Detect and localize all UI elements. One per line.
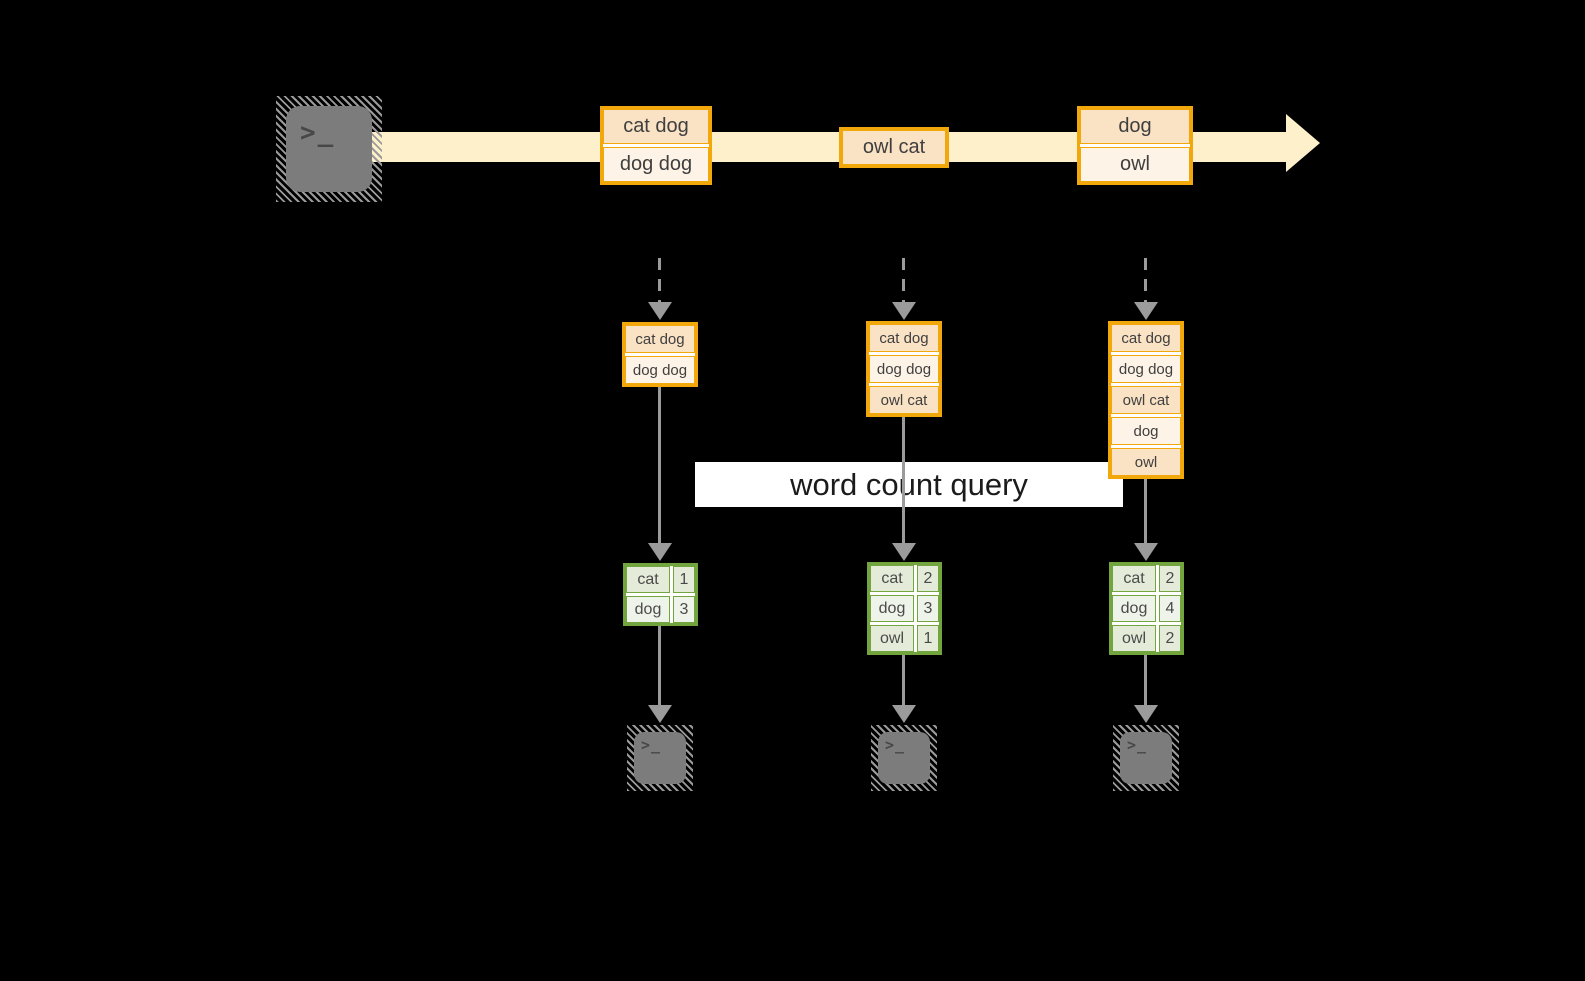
- word-cell: cat: [626, 566, 670, 593]
- event-row: cat dog: [603, 109, 709, 144]
- event-row: owl cat: [842, 130, 946, 165]
- flow-arrow-line: [1144, 655, 1147, 705]
- prompt-glyph: >_: [641, 736, 662, 754]
- count-cell: 2: [917, 565, 939, 592]
- arrowhead-down-icon: [648, 705, 672, 723]
- result-table-2: cat 2 dog 3 owl 1: [867, 562, 942, 655]
- query-label: word count query: [695, 462, 1123, 507]
- buffer-box-3: cat dog dog dog owl cat dog owl: [1108, 321, 1184, 479]
- buffer-row: dog dog: [869, 355, 939, 383]
- word-cell: owl: [870, 625, 914, 652]
- buffer-box-2: cat dog dog dog owl cat: [866, 321, 942, 417]
- prompt-glyph: >_: [1127, 736, 1148, 754]
- flow-arrow-line: [902, 417, 905, 543]
- terminal-screen: [286, 106, 372, 192]
- buffer-row: dog: [1111, 417, 1181, 445]
- flow-arrow-line: [658, 626, 661, 705]
- result-table-3: cat 2 dog 4 owl 2: [1109, 562, 1184, 655]
- prompt-glyph: >_: [300, 118, 336, 148]
- word-cell: dog: [1112, 595, 1156, 622]
- count-cell: 3: [673, 596, 695, 623]
- buffer-box-1: cat dog dog dog: [622, 322, 698, 387]
- buffer-row: owl cat: [1111, 386, 1181, 414]
- terminal-sink-icon-2: >_: [871, 725, 937, 791]
- buffer-row: owl cat: [869, 386, 939, 414]
- terminal-source-icon: >_: [276, 96, 382, 202]
- stream-event-box-1: cat dog dog dog: [600, 106, 712, 185]
- arrowhead-down-icon: [892, 543, 916, 561]
- buffer-row: dog dog: [625, 356, 695, 384]
- arrowhead-down-icon: [1134, 543, 1158, 561]
- flow-arrow-line: [658, 387, 661, 543]
- stream-arrowhead-icon: [1286, 114, 1320, 172]
- event-row: owl: [1080, 147, 1190, 182]
- buffer-row: cat dog: [625, 325, 695, 353]
- flow-arrow-line: [1144, 479, 1147, 543]
- arrowhead-down-icon: [1134, 705, 1158, 723]
- terminal-sink-icon-3: >_: [1113, 725, 1179, 791]
- arrowhead-down-icon: [892, 302, 916, 320]
- event-row: dog: [1080, 109, 1190, 144]
- count-cell: 1: [673, 566, 695, 593]
- arrowhead-down-icon: [648, 543, 672, 561]
- terminal-screen: [1120, 732, 1172, 784]
- terminal-sink-icon-1: >_: [627, 725, 693, 791]
- terminal-screen: [634, 732, 686, 784]
- event-row: dog dog: [603, 147, 709, 182]
- word-cell: dog: [870, 595, 914, 622]
- result-table-1: cat 1 dog 3: [623, 563, 698, 626]
- count-cell: 3: [917, 595, 939, 622]
- dashed-arrow-line: [658, 258, 661, 302]
- dashed-arrow-line: [1144, 258, 1147, 302]
- count-cell: 4: [1159, 595, 1181, 622]
- buffer-row: owl: [1111, 448, 1181, 476]
- stream-event-box-3: dog owl: [1077, 106, 1193, 185]
- buffer-row: dog dog: [1111, 355, 1181, 383]
- count-cell: 2: [1159, 625, 1181, 652]
- dashed-arrow-line: [902, 258, 905, 302]
- word-cell: cat: [1112, 565, 1156, 592]
- word-cell: owl: [1112, 625, 1156, 652]
- buffer-row: cat dog: [869, 324, 939, 352]
- count-cell: 1: [917, 625, 939, 652]
- prompt-glyph: >_: [885, 736, 906, 754]
- buffer-row: cat dog: [1111, 324, 1181, 352]
- word-cell: dog: [626, 596, 670, 623]
- arrowhead-down-icon: [648, 302, 672, 320]
- stream-event-box-2: owl cat: [839, 127, 949, 168]
- arrowhead-down-icon: [892, 705, 916, 723]
- flow-arrow-line: [902, 655, 905, 705]
- count-cell: 2: [1159, 565, 1181, 592]
- word-cell: cat: [870, 565, 914, 592]
- terminal-screen: [878, 732, 930, 784]
- arrowhead-down-icon: [1134, 302, 1158, 320]
